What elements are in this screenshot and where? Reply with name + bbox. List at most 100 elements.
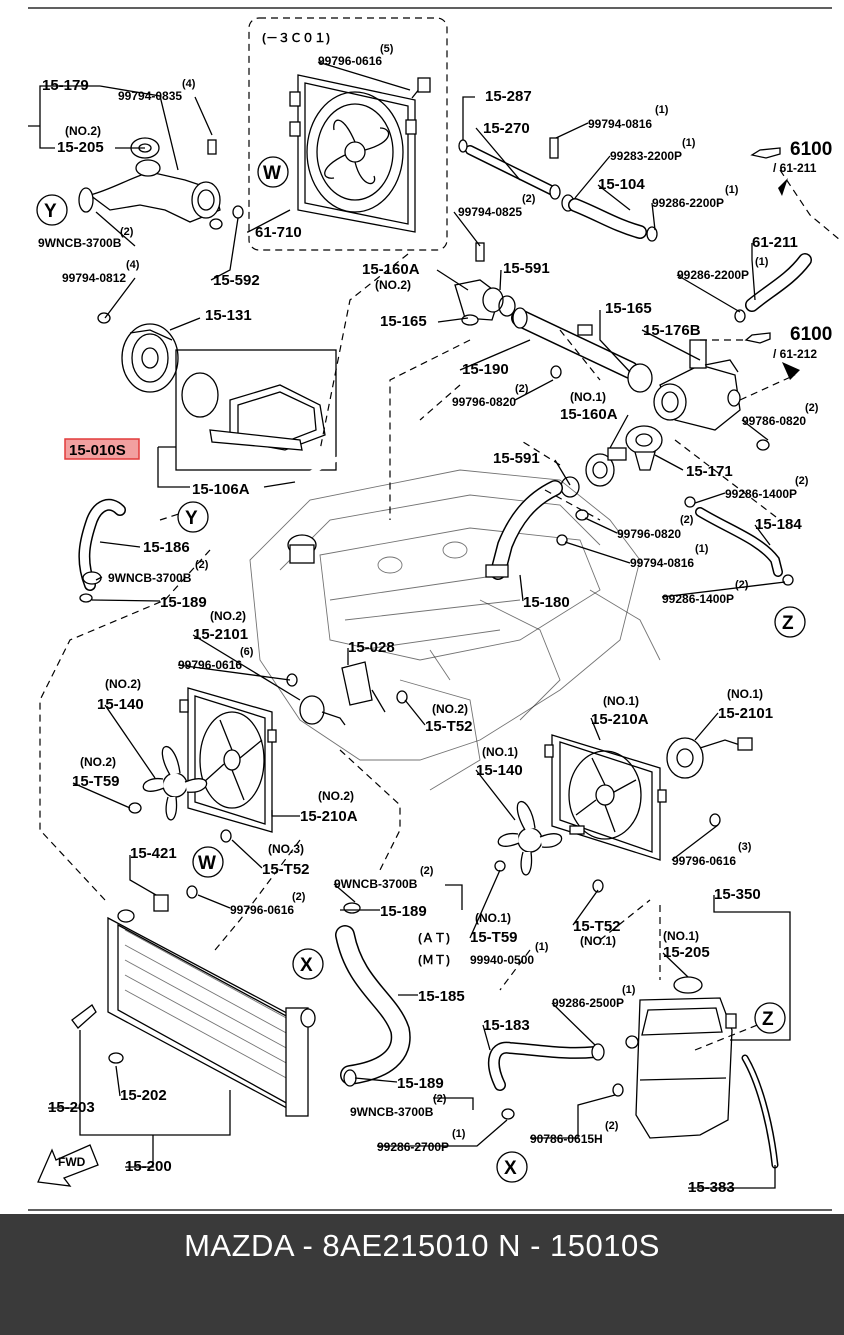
part-label[interactable]: 99794-0825 <box>458 205 522 219</box>
part-label[interactable]: 15-210A <box>300 808 358 825</box>
part-label[interactable]: 99796-0616 <box>318 54 382 68</box>
part-label[interactable]: (2) <box>522 193 536 205</box>
part-label[interactable]: 15-190 <box>462 361 509 378</box>
part-label[interactable]: 15-106A <box>192 481 250 498</box>
part-label[interactable]: 15-183 <box>483 1017 530 1034</box>
part-label[interactable]: 15-140 <box>476 762 523 779</box>
part-label[interactable]: 15-383 <box>688 1179 735 1196</box>
part-label[interactable]: 99796-0820 <box>452 395 516 409</box>
part-label[interactable]: (2) <box>795 475 809 487</box>
part-label[interactable]: 9WNCB-3700B <box>334 877 418 891</box>
part-label[interactable]: 99283-2200P <box>610 149 682 163</box>
part-label[interactable]: 15-270 <box>483 120 530 137</box>
part-label[interactable]: / 61-211 <box>773 161 817 175</box>
part-label[interactable]: 99796-0616 <box>672 854 736 868</box>
part-label[interactable]: 9WNCB-3700B <box>350 1105 434 1119</box>
part-label[interactable]: 15-200 <box>125 1158 172 1175</box>
part-label[interactable]: (NO.2) <box>105 677 141 691</box>
part-label[interactable]: (1) <box>695 543 709 555</box>
part-label[interactable]: (NO.1) <box>603 694 639 708</box>
part-label[interactable]: / 61-212 <box>773 347 817 361</box>
part-label[interactable]: (ＡＴ) <box>418 931 450 945</box>
part-label[interactable]: (NO.2) <box>432 702 468 716</box>
part-label[interactable]: (1) <box>682 137 696 149</box>
part-label[interactable]: (1) <box>725 184 739 196</box>
part-label[interactable]: (1) <box>622 984 636 996</box>
part-label[interactable]: 15-T59 <box>470 929 518 946</box>
part-label[interactable]: 99286-1400P <box>725 487 797 501</box>
part-label[interactable]: (NO.2) <box>210 609 246 623</box>
part-label[interactable]: 6100 <box>790 139 832 160</box>
part-label[interactable]: (NO.1) <box>570 390 606 404</box>
part-label[interactable]: (NO.1) <box>727 687 763 701</box>
part-label[interactable]: 9WNCB-3700B <box>38 236 122 250</box>
part-label[interactable]: 15-179 <box>42 77 89 94</box>
part-label[interactable]: (2) <box>433 1093 447 1105</box>
part-label[interactable]: 15-189 <box>160 594 207 611</box>
part-label[interactable]: 15-165 <box>380 313 427 330</box>
part-label[interactable]: 15-131 <box>205 307 252 324</box>
part-label-15-010s[interactable]: 15-010S <box>69 442 126 459</box>
part-label[interactable]: 15-T52 <box>425 718 473 735</box>
part-label[interactable]: 15-165 <box>605 300 652 317</box>
part-label[interactable]: 99286-2700P <box>377 1140 449 1154</box>
part-label[interactable]: (－３Ｃ０１) <box>262 31 330 45</box>
part-label[interactable]: 99794-0816 <box>588 117 652 131</box>
part-label[interactable]: 15-176B <box>643 322 701 339</box>
part-label[interactable]: 99794-0812 <box>62 271 126 285</box>
part-label[interactable]: 15-T59 <box>72 773 120 790</box>
part-label[interactable]: (NO.2) <box>80 755 116 769</box>
part-label[interactable]: (2) <box>735 579 749 591</box>
part-label[interactable]: (NO.1) <box>482 745 518 759</box>
part-label[interactable]: (NO.1) <box>663 929 699 943</box>
part-label[interactable]: (1) <box>535 941 549 953</box>
part-label[interactable]: 15-202 <box>120 1087 167 1104</box>
part-label[interactable]: 15-421 <box>130 845 177 862</box>
part-label[interactable]: 99940-0500 <box>470 953 534 967</box>
part-label[interactable]: (2) <box>420 865 434 877</box>
part-label[interactable]: (2) <box>292 891 306 903</box>
part-label[interactable]: (NO.1) <box>580 934 616 948</box>
part-label[interactable]: (1) <box>655 104 669 116</box>
part-label[interactable]: 99794-0816 <box>630 556 694 570</box>
part-label[interactable]: 99286-2200P <box>652 196 724 210</box>
part-label[interactable]: 6100 <box>790 324 832 345</box>
part-label[interactable]: (2) <box>680 514 694 526</box>
part-label[interactable]: 15-205 <box>57 139 104 156</box>
part-label[interactable]: (1) <box>755 256 769 268</box>
part-label[interactable]: (NO.2) <box>65 124 101 138</box>
part-label[interactable]: 15-185 <box>418 988 465 1005</box>
part-label[interactable]: (6) <box>240 646 254 658</box>
part-label[interactable]: 9WNCB-3700B <box>108 571 192 585</box>
part-label[interactable]: (3) <box>738 841 752 853</box>
part-label[interactable]: 99796-0820 <box>617 527 681 541</box>
part-label[interactable]: (2) <box>805 402 819 414</box>
part-label[interactable]: 15-189 <box>380 903 427 920</box>
part-label[interactable]: 15-591 <box>493 450 540 467</box>
part-label[interactable]: 99286-2500P <box>552 996 624 1010</box>
part-label[interactable]: 99286-2200P <box>677 268 749 282</box>
part-label[interactable]: 15-2101 <box>718 705 773 722</box>
part-label[interactable]: 15-186 <box>143 539 190 556</box>
part-label[interactable]: 15-203 <box>48 1099 95 1116</box>
part-label[interactable]: (NO.1) <box>475 911 511 925</box>
part-label[interactable]: 15-210A <box>591 711 649 728</box>
part-label[interactable]: (NO.2) <box>318 789 354 803</box>
part-label[interactable]: (4) <box>182 78 196 90</box>
part-label[interactable]: 15-140 <box>97 696 144 713</box>
part-label[interactable]: (2) <box>605 1120 619 1132</box>
part-label[interactable]: (4) <box>126 259 140 271</box>
part-label[interactable]: 15-180 <box>523 594 570 611</box>
part-label[interactable]: 99786-0820 <box>742 414 806 428</box>
part-label[interactable]: 99286-1400P <box>662 592 734 606</box>
part-label[interactable]: 99794-0835 <box>118 89 182 103</box>
part-label[interactable]: 15-591 <box>503 260 550 277</box>
part-label[interactable]: 15-592 <box>213 272 260 289</box>
part-label[interactable]: (2) <box>515 383 529 395</box>
part-label[interactable]: 15-189 <box>397 1075 444 1092</box>
part-label[interactable]: (NO.2) <box>375 278 411 292</box>
part-label[interactable]: (2) <box>195 559 209 571</box>
part-label[interactable]: 15-160A <box>362 261 420 278</box>
part-label[interactable]: (NO.3) <box>268 842 304 856</box>
part-label[interactable]: 15-028 <box>348 639 395 656</box>
